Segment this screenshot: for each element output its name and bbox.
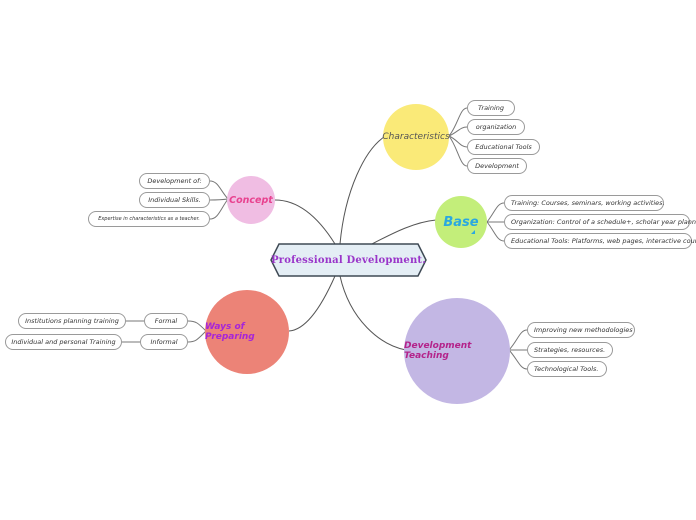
concept-node[interactable]: Concept bbox=[227, 176, 275, 224]
concept-item-development-of[interactable]: Development of: bbox=[139, 173, 210, 189]
ways-informal-item[interactable]: Individual and personal Training bbox=[5, 334, 122, 350]
teaching-item-methodologies[interactable]: Improving new methodologies bbox=[527, 322, 635, 338]
ways-informal[interactable]: Informal bbox=[140, 334, 188, 350]
teaching-item-strategies[interactable]: Strategies, resources. bbox=[527, 342, 613, 358]
central-node-shape bbox=[270, 243, 427, 277]
concept-item-individual-skills[interactable]: Individual Skills. bbox=[139, 192, 210, 208]
characteristics-node[interactable]: Characteristics bbox=[382, 104, 450, 170]
base-item-educational-tools[interactable]: Educational Tools: Platforms, web pages,… bbox=[504, 233, 696, 249]
ways-formal-item[interactable]: Institutions planning training bbox=[18, 313, 126, 329]
characteristics-item-training[interactable]: Training bbox=[467, 100, 515, 116]
characteristics-item-organization[interactable]: organization bbox=[467, 119, 525, 135]
ways-of-preparing-node[interactable]: Ways of Preparing bbox=[205, 290, 289, 374]
base-item-organization[interactable]: Organization: Control of a schedule+, sc… bbox=[504, 214, 696, 230]
teaching-item-technological-tools[interactable]: Technological Tools. bbox=[527, 361, 607, 377]
base-item-training[interactable]: Training: Courses, seminars, working act… bbox=[504, 195, 665, 211]
characteristics-item-educational-tools[interactable]: Educational Tools bbox=[467, 139, 540, 155]
link-arrow-icon bbox=[471, 230, 475, 234]
characteristics-item-development[interactable]: Development bbox=[467, 158, 527, 174]
ways-formal[interactable]: Formal bbox=[144, 313, 188, 329]
central-topic[interactable]: Professional Development. bbox=[271, 254, 426, 266]
concept-item-expertise[interactable]: Expertise in characteristics as a teache… bbox=[88, 211, 210, 227]
development-teaching-node[interactable]: Development Teaching bbox=[404, 298, 510, 404]
base-node[interactable]: Base bbox=[435, 196, 487, 248]
